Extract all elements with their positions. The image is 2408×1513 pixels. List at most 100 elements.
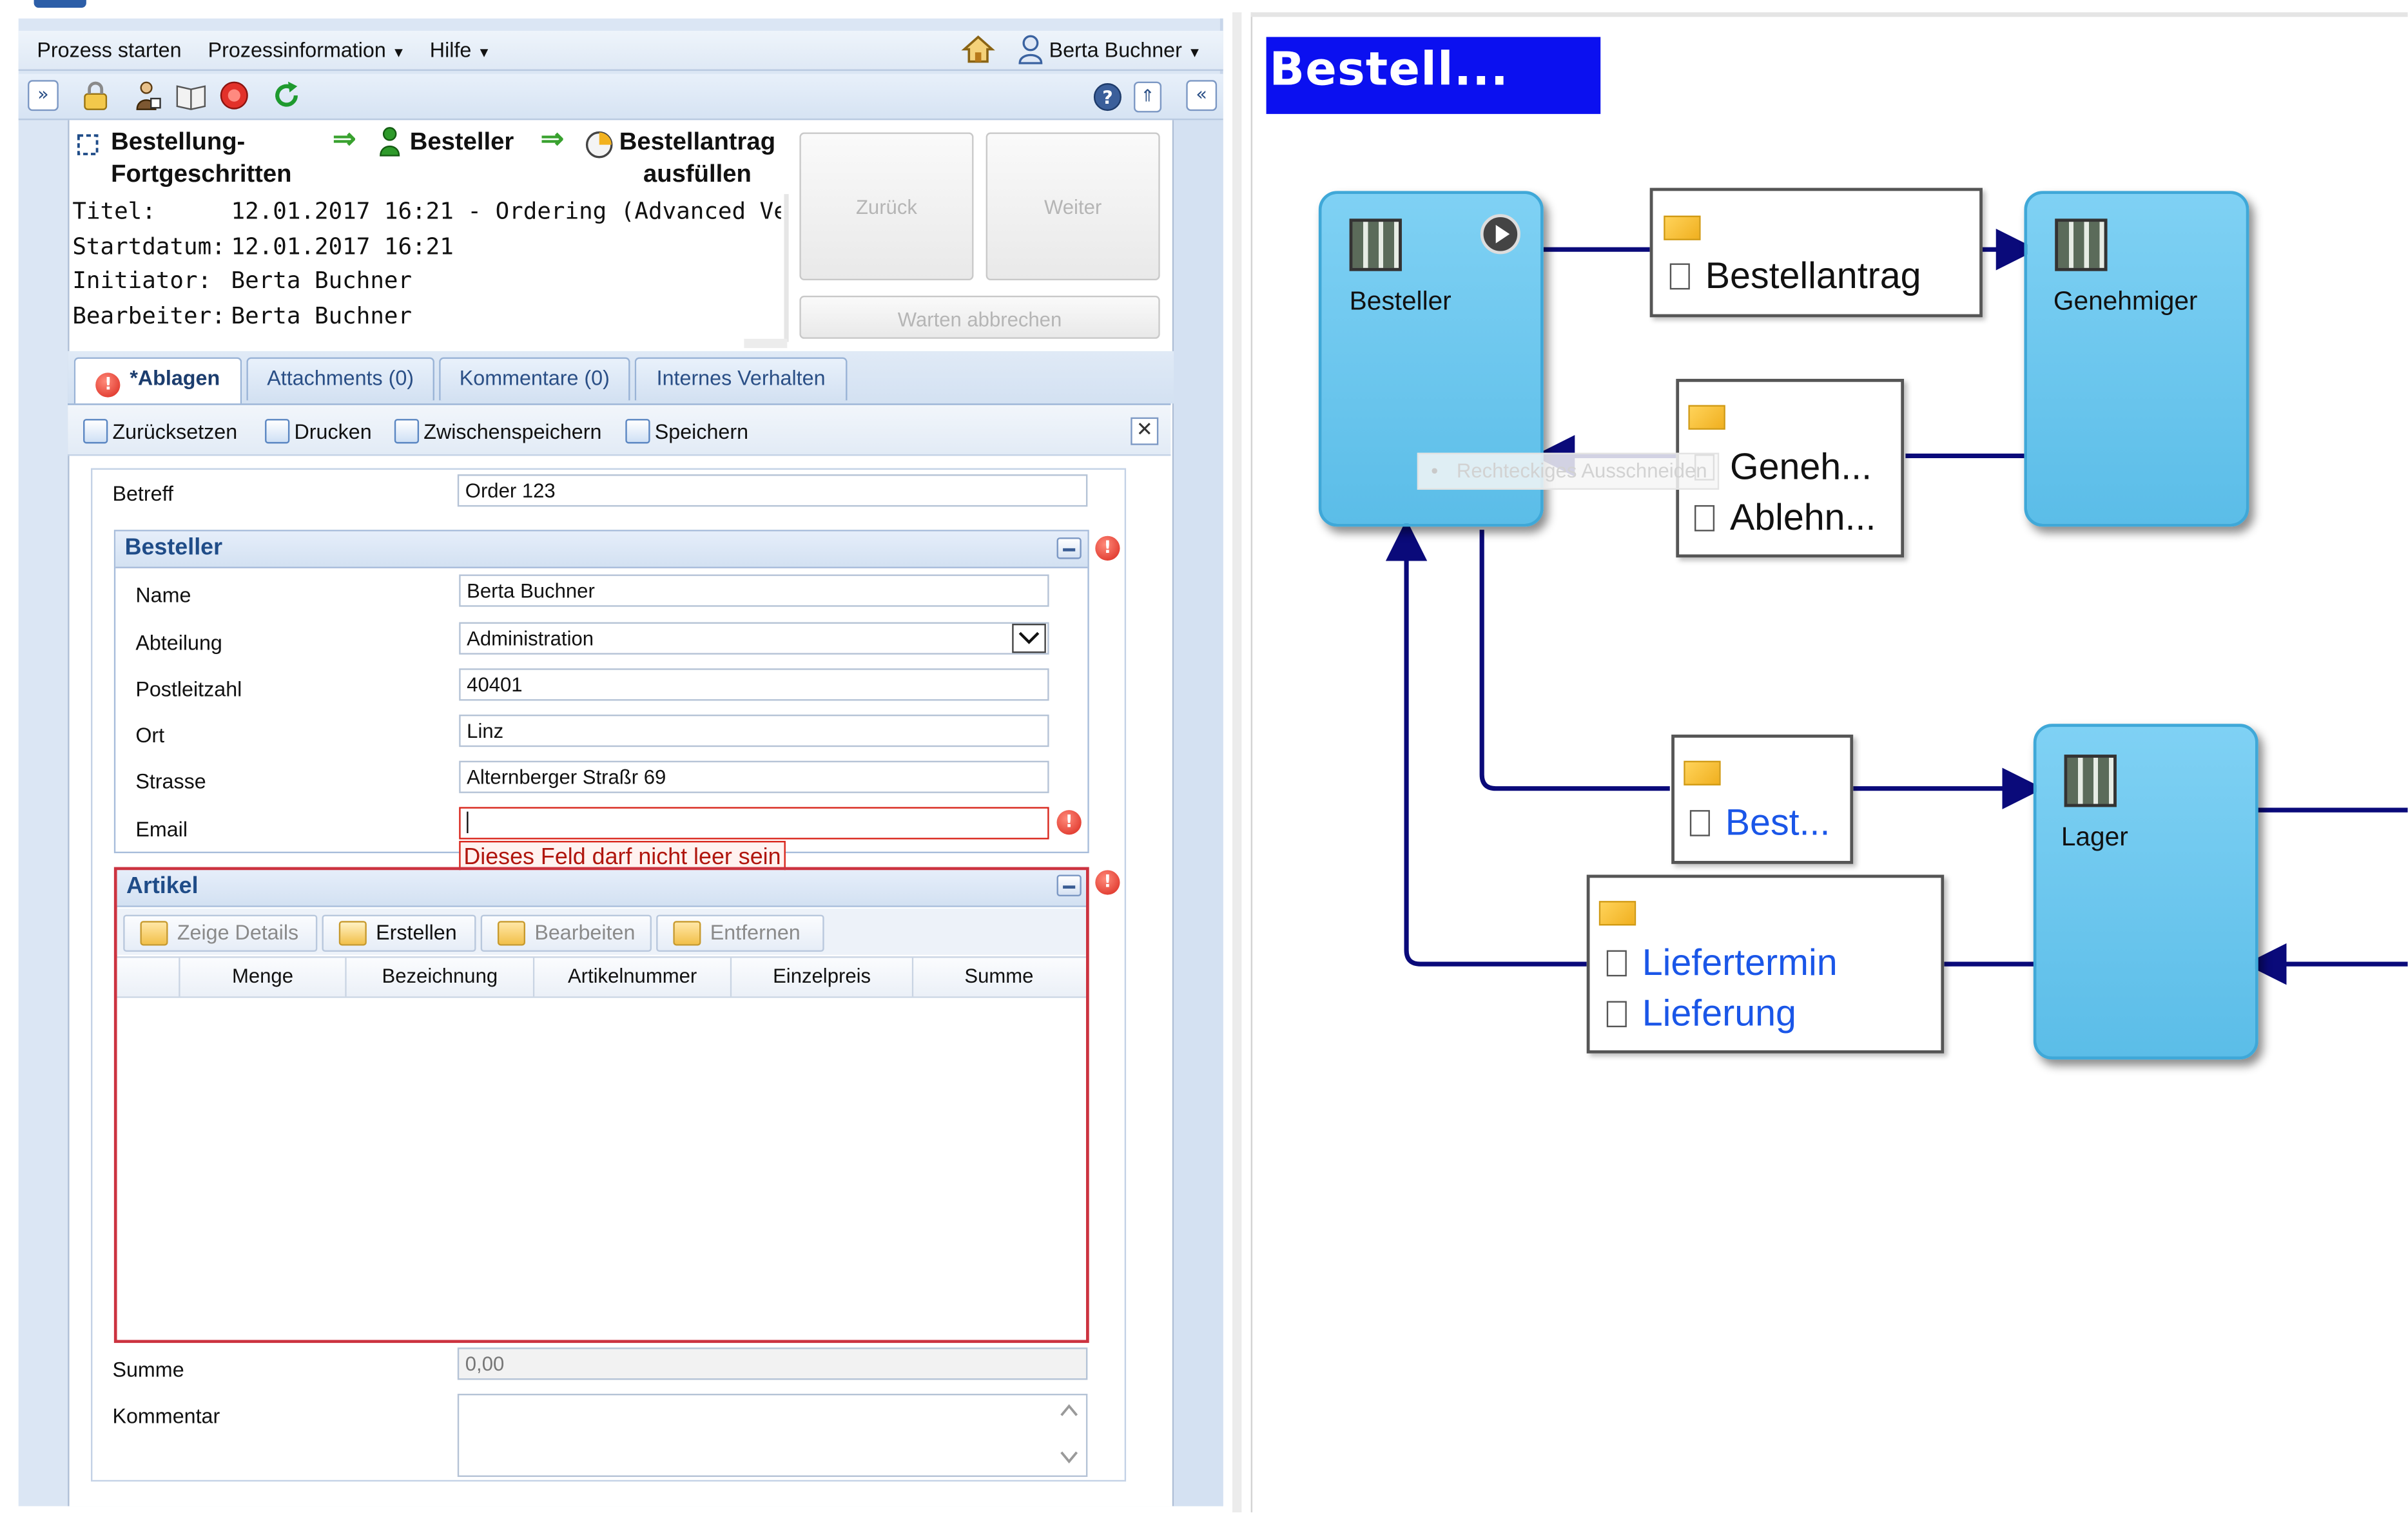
delegate-user-icon[interactable]: [133, 80, 164, 111]
tab-kommentare[interactable]: Kommentare (0): [439, 357, 630, 401]
message-bestellantrag[interactable]: [1649, 188, 1983, 318]
besteller-collapse-button[interactable]: [1056, 537, 1082, 559]
message-bestellung[interactable]: [1671, 735, 1854, 864]
remove-button[interactable]: Entfernen: [656, 914, 824, 952]
tab-attachments[interactable]: Attachments (0): [246, 357, 434, 401]
ort-label: Ort: [135, 724, 165, 747]
kommentar-textarea[interactable]: [457, 1393, 1088, 1478]
message-line: Bestellantrag: [1669, 255, 1921, 299]
collapse-up-icon[interactable]: ⇑: [1134, 81, 1162, 113]
document-icon: [1694, 505, 1715, 532]
betreff-input[interactable]: Order 123: [457, 474, 1088, 507]
chevron-down-icon[interactable]: [1012, 623, 1046, 653]
back-button[interactable]: Zurück: [799, 132, 974, 280]
message-line: Ablehn...: [1694, 497, 1876, 541]
print-button[interactable]: Drucken: [265, 419, 372, 444]
info-scrollbar[interactable]: [784, 194, 789, 342]
collapse-right-icon[interactable]: «: [1186, 80, 1218, 111]
scroll-up-icon[interactable]: [1057, 1398, 1082, 1423]
menu-hilfe[interactable]: Hilfe ▼: [430, 39, 491, 62]
column-header-artikelnummer[interactable]: Artikelnummer: [534, 958, 732, 997]
message-line: Liefertermin: [1606, 943, 1838, 986]
save-icon: [625, 419, 650, 444]
email-error-icon: !: [1056, 810, 1082, 835]
close-icon[interactable]: ✕: [1131, 417, 1159, 445]
info-label-initiator: Initiator:: [72, 266, 212, 294]
save-label: Speichern: [654, 420, 749, 444]
reset-label: Zurücksetzen: [112, 420, 238, 444]
strasse-input[interactable]: Alternberger Straßr 69: [459, 760, 1049, 793]
artikel-grid-body: [117, 997, 1086, 1340]
abteilung-select[interactable]: Administration: [459, 622, 1049, 655]
diagram-connectors: [1385, 228, 2408, 985]
message-line: Geneh...: [1694, 447, 1872, 490]
breadcrumb-step-clip: Bestellantrag ausfüllen: [619, 126, 792, 194]
info-label-startdatum: Startdatum:: [72, 231, 226, 260]
column-header-menge[interactable]: Menge: [180, 958, 347, 997]
scroll-down-icon[interactable]: [1057, 1445, 1082, 1469]
diagram-title: Bestell...: [1266, 37, 1601, 114]
menu-hilfe-label: Hilfe: [429, 38, 472, 62]
besteller-section-title: Besteller: [115, 531, 1088, 568]
message-line: Best...: [1689, 802, 1830, 845]
breadcrumb-process: Bestellung- Fortgeschritten: [111, 129, 292, 188]
save-temp-button[interactable]: Zwischenspeichern: [394, 419, 601, 444]
edit-button[interactable]: Bearbeiten: [480, 914, 652, 952]
cancel-wait-button[interactable]: Warten abbrechen: [799, 295, 1160, 339]
menu-prozess-starten[interactable]: Prozess starten: [37, 38, 182, 62]
print-label: Drucken: [294, 420, 372, 444]
remove-icon: [673, 921, 701, 946]
info-label-bearbeiter: Bearbeiter:: [72, 301, 226, 329]
panel-splitter[interactable]: [1232, 12, 1242, 1512]
message-lieferung[interactable]: [1586, 874, 1945, 1054]
name-input[interactable]: Berta Buchner: [459, 574, 1049, 607]
message-line: Lieferung: [1606, 994, 1796, 1037]
home-icon[interactable]: [961, 34, 995, 65]
message-line-text: Geneh...: [1729, 447, 1872, 488]
menubar: Prozess starten Prozessinformation ▼ Hil…: [18, 30, 1223, 71]
chevron-down-icon: ▼: [477, 44, 491, 61]
refresh-icon[interactable]: [271, 80, 302, 111]
email-input[interactable]: [459, 807, 1049, 840]
postleitzahl-input[interactable]: 40401: [459, 668, 1049, 701]
menu-prozessinformation[interactable]: Prozessinformation ▼: [208, 39, 406, 62]
edit-icon: [394, 419, 420, 444]
info-value-bearbeiter: Berta Buchner: [231, 301, 413, 329]
abteilung-label: Abteilung: [135, 631, 222, 655]
column-header-summe[interactable]: Summe: [913, 958, 1085, 997]
next-button[interactable]: Weiter: [986, 132, 1160, 280]
expand-left-icon[interactable]: »: [28, 80, 59, 111]
tab-ablagen[interactable]: !*Ablagen: [73, 357, 242, 404]
column-header-einzelpreis[interactable]: Einzelpreis: [732, 958, 914, 997]
remove-label: Entfernen: [710, 921, 801, 945]
role-user-icon: [378, 126, 402, 157]
user-menu[interactable]: Berta Buchner ▼: [1049, 39, 1202, 62]
lane-besteller-label: Besteller: [1349, 286, 1452, 316]
lock-icon[interactable]: [80, 80, 111, 111]
ort-input[interactable]: Linz: [459, 714, 1049, 747]
artikel-collapse-button[interactable]: [1056, 874, 1082, 896]
info-value-initiator: Berta Buchner: [231, 266, 413, 294]
process-icon: [74, 131, 102, 159]
svg-text:?: ?: [1102, 86, 1113, 108]
add-icon: [338, 921, 367, 946]
user-icon: [1016, 34, 1044, 65]
message-line-text: Bestellantrag: [1705, 255, 1921, 298]
book-icon[interactable]: [174, 80, 208, 111]
edit-label: Bearbeiten: [534, 921, 636, 945]
tab-internes-verhalten[interactable]: Internes Verhalten: [634, 357, 848, 401]
create-label: Erstellen: [376, 921, 457, 945]
create-button[interactable]: Erstellen: [322, 914, 476, 952]
reset-button[interactable]: Zurücksetzen: [83, 419, 238, 444]
envelope-icon: [1688, 405, 1725, 430]
save-button[interactable]: Speichern: [625, 419, 749, 444]
printer-icon: [265, 419, 290, 444]
info-label-titel: Titel:: [72, 197, 156, 225]
form-toolbar: Zurücksetzen Drucken Zwischenspeichern S…: [68, 403, 1171, 456]
record-stop-icon[interactable]: [218, 80, 249, 111]
column-header-bezeichnung[interactable]: Bezeichnung: [346, 958, 535, 997]
help-icon[interactable]: ?: [1092, 82, 1123, 113]
show-details-button[interactable]: Zeige Details: [123, 914, 318, 952]
tab-ablagen-label: *Ablagen: [130, 366, 220, 390]
postleitzahl-label: Postleitzahl: [135, 677, 242, 701]
